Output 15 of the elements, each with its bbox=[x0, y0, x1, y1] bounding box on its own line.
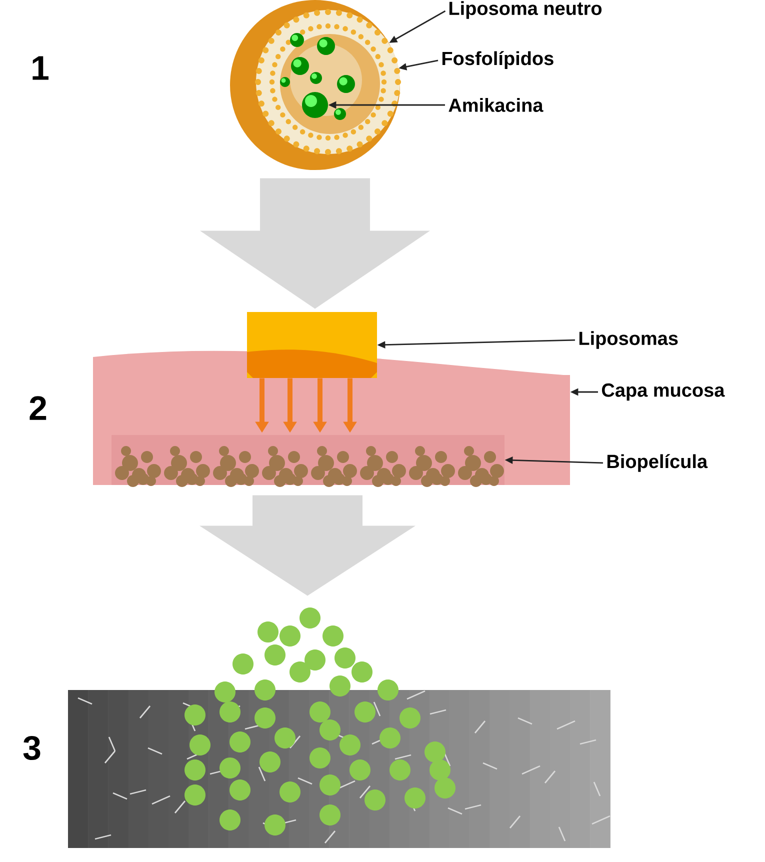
biofilm-drawing bbox=[112, 435, 504, 487]
callout-label: Liposoma neutro bbox=[449, 1, 602, 19]
liposome-block bbox=[247, 312, 377, 378]
step-number: 2 bbox=[30, 396, 46, 420]
micrograph-drawing bbox=[68, 608, 610, 848]
callout-label: Fosfolípidos bbox=[442, 51, 554, 69]
callout-label: Liposomas bbox=[579, 331, 678, 349]
process-arrow bbox=[200, 495, 416, 596]
callout-label: Amikacina bbox=[448, 98, 544, 112]
process-arrow bbox=[200, 178, 430, 309]
liposome-drawing bbox=[230, 0, 401, 170]
step-number: 1 bbox=[32, 56, 48, 80]
callout-label: Capa mucosa bbox=[602, 383, 725, 401]
amikacin-sphere bbox=[302, 92, 328, 118]
callout-label: Biopelícula bbox=[607, 454, 708, 472]
